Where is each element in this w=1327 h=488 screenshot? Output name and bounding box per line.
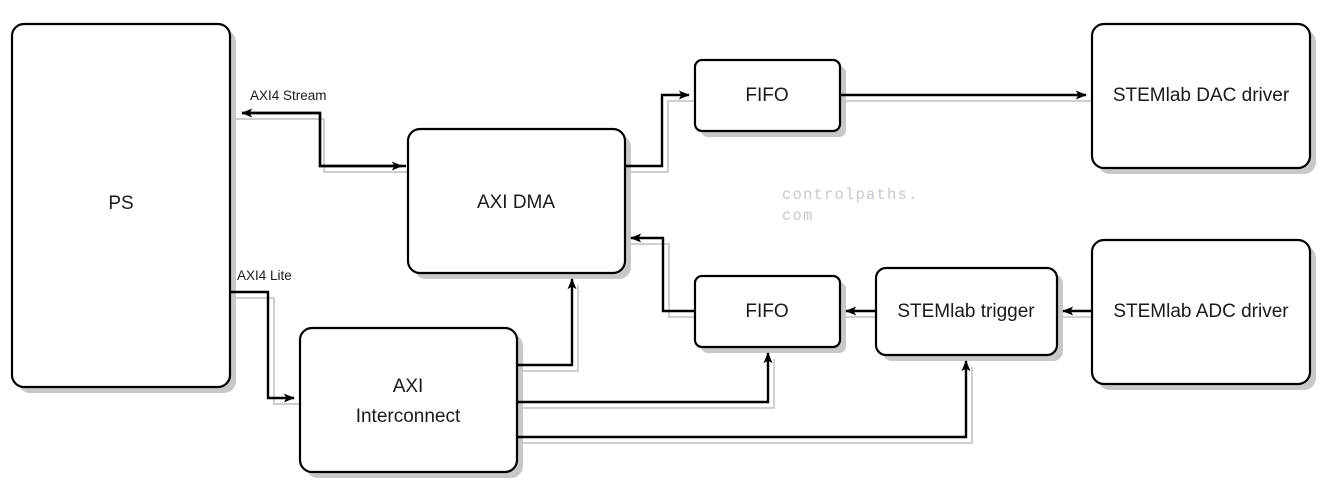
edge-shadow-fifo-rx-to-dma [631,243,701,318]
edge-shadow-ps-to-dma [236,118,414,173]
node-axi-interconnect[interactable] [298,326,519,474]
edge-shadow-interconnect-to-dma [523,285,579,372]
node-label-adc-driver: STEMlab ADC driver [1113,301,1289,322]
edge-shadow-dma-to-ps [236,118,408,173]
node-label-stemlab-trigger: STEMlab trigger [897,301,1035,322]
node-label-axi-interconnect-line1: AXI [393,376,424,397]
edges [230,90,1092,439]
node-label-axi-dma: AXI DMA [477,192,555,213]
edge-fifo-rx-to-dma [630,233,695,313]
edge-shadow-interconnect-to-fifo-rx [523,359,775,409]
edge-label-axi4-stream: AXI4 Stream [250,88,327,103]
edge-interconnect-to-dma [517,278,577,367]
edge-ps-to-interconnect [230,290,295,403]
edge-interconnect-to-fifo-rx [517,352,773,404]
edge-ps-to-dma [242,111,403,171]
edge-label-axi4-lite: AXI4 Lite [237,268,292,283]
node-ps[interactable] [10,22,232,389]
watermark-line-2: com [782,207,814,225]
edge-dma-to-fifo-tx [625,90,690,168]
watermark: controlpaths. com [782,186,919,225]
edge-shadow-interconnect-to-trigger [523,367,973,444]
node-dac-driver[interactable] [1090,22,1312,170]
edge-shadows [236,100,1098,444]
edge-shadow-dma-to-fifo-tx [631,100,701,173]
edge-labels: AXI4 Stream AXI4 Lite [237,88,327,283]
node-label-fifo-tx: FIFO [745,85,788,106]
edge-interconnect-to-trigger [517,360,971,439]
node-label-fifo-rx: FIFO [745,301,788,322]
node-axi-dma[interactable] [406,127,627,275]
node-labels: PS AXI DMA AXI Interconnect FIFO FIFO ST… [108,85,1290,427]
node-label-dac-driver: STEMlab DAC driver [1113,85,1290,106]
node-label-ps: PS [108,193,133,214]
watermark-line-1: controlpaths. [782,186,919,204]
node-label-axi-interconnect-line2: Interconnect [356,406,461,427]
nodes [10,22,1312,474]
edge-shadow-ps-to-interconnect [236,297,306,405]
